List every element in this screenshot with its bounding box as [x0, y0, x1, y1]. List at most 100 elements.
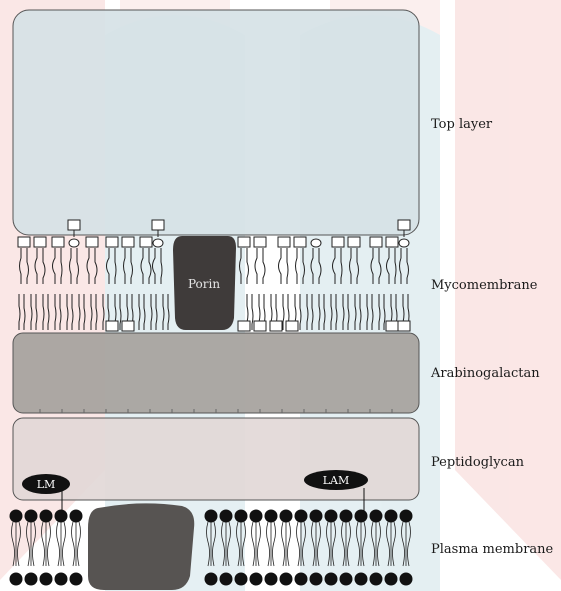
mycolic-acid: [311, 239, 321, 284]
arabinogalactan-region: [13, 333, 419, 413]
mycolic-acid: [86, 237, 98, 284]
lipid-tail: [408, 522, 411, 566]
lipid-head: [370, 510, 383, 523]
lipid-tail: [402, 522, 405, 566]
plasma-membrane-bilayer: [10, 510, 413, 586]
top-headgroup: [68, 220, 80, 230]
mycolic-acid: [348, 237, 360, 284]
lower-headgroup: [398, 321, 410, 331]
lipid-head: [55, 510, 68, 523]
lower-chain: [60, 294, 61, 330]
lower-chain: [91, 294, 92, 330]
lower-chain: [331, 294, 332, 330]
lipid-head: [280, 573, 293, 586]
peptidoglycan-region: [13, 418, 419, 500]
lm-label: LM: [37, 478, 56, 491]
lipid-head: [265, 573, 278, 586]
lower-chain: [36, 294, 37, 330]
mycomembrane-label: Mycomembrane: [431, 278, 537, 293]
mycolic-acid: [238, 237, 250, 284]
lipid-head: [10, 573, 23, 586]
lower-chain: [379, 294, 380, 330]
lipid-head: [70, 510, 83, 523]
porin-label: Porin: [188, 277, 220, 291]
lipid-head: [70, 573, 83, 586]
lipid-tail: [297, 522, 300, 566]
lipid-tail: [63, 522, 66, 566]
lower-headgroup: [122, 321, 134, 331]
lipid-tail: [387, 522, 390, 566]
lipid-tail: [78, 522, 81, 566]
lipid-tail: [237, 522, 240, 566]
lipid-head: [355, 510, 368, 523]
lipid-head: [400, 573, 413, 586]
lipid-tail: [273, 522, 276, 566]
lipid-tail: [282, 522, 285, 566]
lower-chain: [79, 294, 80, 330]
mycolic-acid: [153, 239, 164, 284]
mycolic-acid: [386, 237, 398, 284]
lipid-head: [370, 573, 383, 586]
mycolic-acid: [140, 237, 152, 284]
lower-chain: [355, 294, 356, 330]
lipid-tail: [303, 522, 306, 566]
mycolic-acid: [294, 237, 306, 284]
lower-chain: [367, 294, 368, 330]
mycolic-acid: [399, 239, 409, 284]
lower-chain: [372, 294, 373, 330]
lipid-head: [400, 510, 413, 523]
lipid-head: [325, 573, 338, 586]
mycolic-acid: [254, 237, 266, 284]
lower-chain: [360, 294, 361, 330]
lipid-head: [250, 573, 263, 586]
lipid-tail: [57, 522, 60, 566]
lower-chain: [168, 294, 169, 330]
mycolic-acid: [106, 237, 118, 284]
lipid-tail: [333, 522, 336, 566]
lower-chain: [139, 294, 140, 330]
top-layer-region: [13, 10, 419, 235]
lipid-tail: [318, 522, 321, 566]
lower-chain: [343, 294, 344, 330]
lower-chain: [307, 294, 308, 330]
lipid-tail: [42, 522, 45, 566]
lipid-tail: [228, 522, 231, 566]
lower-chain: [67, 294, 68, 330]
lower-chain: [84, 294, 85, 330]
lower-chain: [31, 294, 32, 330]
peptidoglycan-label: Peptidoglycan: [431, 455, 524, 470]
lipid-head: [310, 510, 323, 523]
lipid-tail: [27, 522, 30, 566]
lipid-head: [10, 510, 23, 523]
lipid-head: [340, 573, 353, 586]
lower-headgroup: [270, 321, 282, 331]
lipid-head: [235, 573, 248, 586]
lipid-tail: [207, 522, 210, 566]
lipid-head: [220, 573, 233, 586]
lipid-head: [340, 510, 353, 523]
lipid-tail: [48, 522, 51, 566]
lower-headgroup: [286, 321, 298, 331]
lower-chain: [163, 294, 164, 330]
top-layer-label: Top layer: [431, 117, 492, 132]
lower-headgroup: [386, 321, 398, 331]
lower-chain: [300, 294, 301, 330]
lipid-tail: [312, 522, 315, 566]
lower-headgroup: [106, 321, 118, 331]
lipid-head: [310, 573, 323, 586]
lower-chain: [120, 294, 121, 330]
lipid-head: [235, 510, 248, 523]
lipid-tail: [357, 522, 360, 566]
lipid-head: [250, 510, 263, 523]
lower-chain: [144, 294, 145, 330]
lower-chain: [19, 294, 20, 330]
top-headgroup: [152, 220, 164, 230]
lam-label: LAM: [323, 474, 350, 487]
lipid-tail: [288, 522, 291, 566]
lipid-tail: [372, 522, 375, 566]
lower-chain: [103, 294, 104, 330]
lipid-tail: [363, 522, 366, 566]
lower-chain: [324, 294, 325, 330]
mycolic-acid: [332, 237, 344, 284]
plasma-membrane-protein: [88, 503, 194, 590]
